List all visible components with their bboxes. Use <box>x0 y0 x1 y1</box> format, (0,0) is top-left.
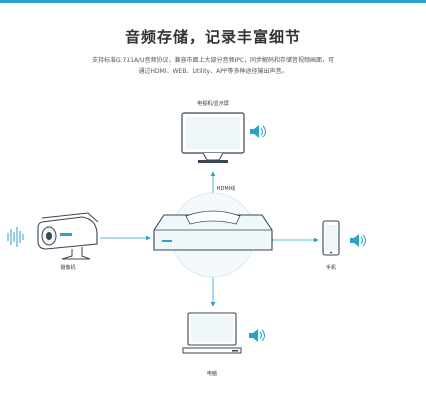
top-accent-bar <box>0 0 426 3</box>
description-line-1: 支持标准G.711A/U音频协议，兼容市面上大部分音频IPC，同步解码和存储音视… <box>91 57 335 64</box>
phone-label: 手机 <box>325 265 336 271</box>
page-title: 音频存储，记录丰富细节 <box>124 28 301 46</box>
tv-speaker-icon <box>250 125 266 138</box>
phone-speaker-icon <box>350 234 366 247</box>
pc-computer-icon <box>182 312 242 354</box>
camera-soundwave-icon <box>7 227 24 247</box>
camera-icon <box>37 212 99 260</box>
phone-icon <box>322 220 340 256</box>
tv-monitor-icon <box>181 112 245 163</box>
pc-speaker-icon <box>249 329 265 342</box>
camera-label: 摄像机 <box>60 265 76 271</box>
nvr-recorder-icon <box>153 192 273 278</box>
hdmi-label: HDMI线 <box>216 186 236 192</box>
tv-label: 电视机/显示屏 <box>197 101 229 107</box>
pc-label: 电脑 <box>206 371 217 377</box>
page-description: 支持标准G.711A/U音频协议，兼容市面上大部分音频IPC，同步解码和存储音视… <box>60 55 366 77</box>
description-line-2: 通过HDMI、WEB、Utility、APP等多种途径输出声音。 <box>138 68 288 75</box>
